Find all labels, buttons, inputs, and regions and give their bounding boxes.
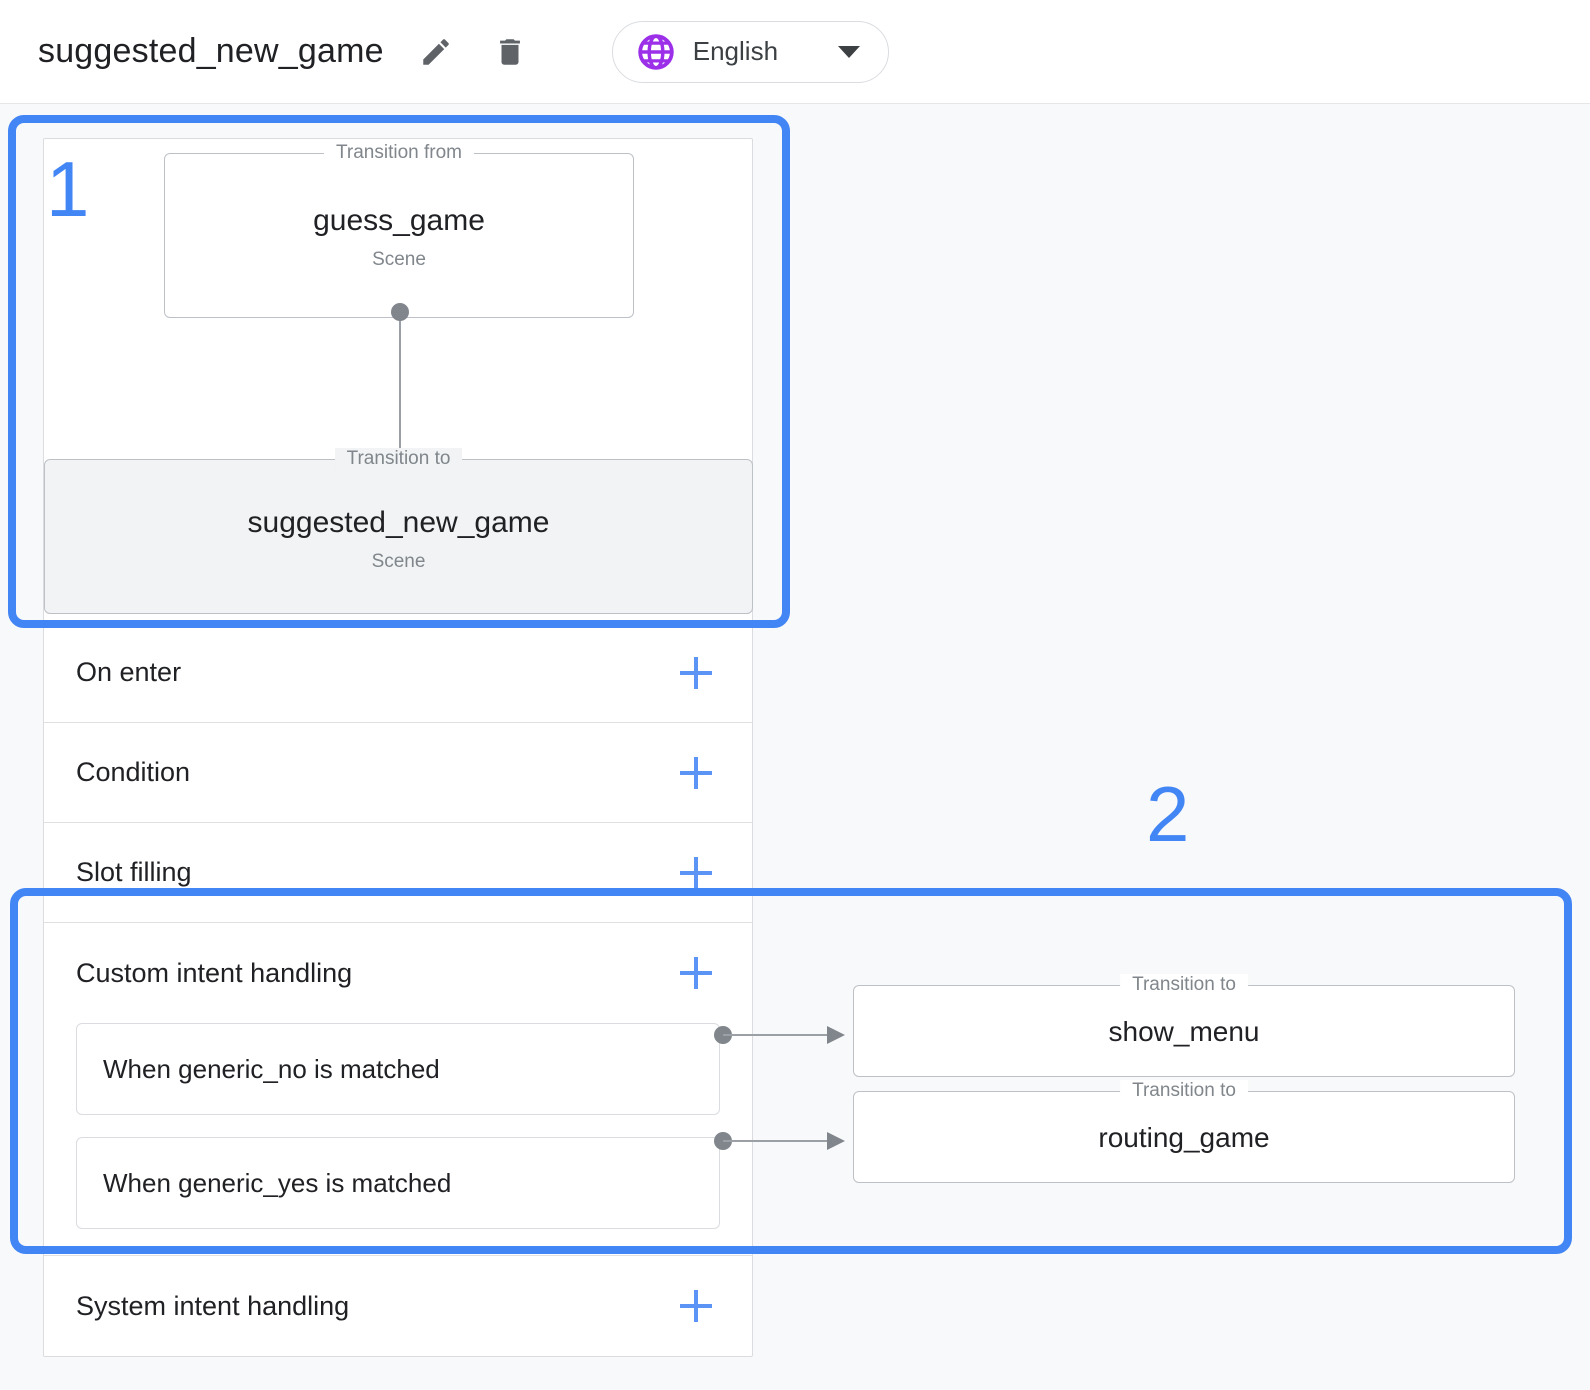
- trash-icon: [499, 38, 520, 65]
- list-item[interactable]: When generic_no is matched: [76, 1023, 720, 1115]
- intent-item-label: When generic_no is matched: [103, 1053, 440, 1084]
- row-on-enter[interactable]: On enter: [44, 623, 752, 723]
- transition-from-type: Scene: [372, 249, 426, 270]
- add-condition-icon[interactable]: [680, 756, 712, 789]
- transition-to-routing-game[interactable]: Transition to routing_game: [853, 1080, 1515, 1183]
- add-slot-filling-icon[interactable]: [680, 856, 712, 889]
- transition-diagram: Transition from guess_game Scene Transit…: [44, 139, 753, 623]
- transition-from-name: guess_game: [313, 204, 485, 237]
- section-custom-intent-handling: Custom intent handling When generic_no i…: [44, 923, 752, 1256]
- edge-arrow-icon: [827, 1132, 845, 1150]
- pencil-icon: [423, 38, 449, 65]
- transition-to-name: show_menu: [1108, 1016, 1260, 1047]
- add-custom-intent-icon[interactable]: [680, 957, 712, 989]
- connector-dot: [391, 303, 409, 321]
- chevron-down-icon[interactable]: [838, 45, 861, 58]
- edge-line: [723, 1140, 835, 1142]
- custom-intent-handling-header[interactable]: Custom intent handling: [44, 923, 752, 1023]
- outgoing-transitions: Transition to show_menu Transition to ro…: [853, 974, 1515, 1183]
- transition-to-legend: Transition to: [1120, 1080, 1248, 1102]
- page-title: suggested_new_game: [38, 32, 384, 70]
- delete-scene-button[interactable]: [488, 30, 532, 74]
- row-label: System intent handling: [76, 1290, 350, 1321]
- row-label: Condition: [76, 757, 191, 787]
- transition-from-box[interactable]: Transition from guess_game Scene: [164, 142, 634, 318]
- transition-to-type: Scene: [371, 551, 426, 572]
- row-label: On enter: [76, 657, 182, 687]
- transition-to-name: routing_game: [1098, 1122, 1270, 1153]
- transition-from-legend: Transition from: [324, 142, 474, 164]
- language-label: English: [692, 36, 779, 66]
- transition-to-box[interactable]: Transition to suggested_new_game Scene: [44, 448, 753, 614]
- add-system-intent-icon[interactable]: [680, 1290, 712, 1322]
- language-selector[interactable]: English: [611, 20, 890, 83]
- add-on-enter-icon[interactable]: [680, 656, 712, 689]
- row-condition[interactable]: Condition: [44, 723, 752, 823]
- edit-scene-button[interactable]: [414, 30, 458, 74]
- transition-to-legend: Transition to: [1120, 974, 1248, 996]
- diagram-connector: [391, 303, 409, 467]
- scene-detail-card: Transition from guess_game Scene Transit…: [43, 138, 753, 1357]
- transition-to-show-menu[interactable]: Transition to show_menu: [853, 974, 1515, 1077]
- row-slot-filling[interactable]: Slot filling: [44, 823, 752, 923]
- globe-icon: [638, 33, 674, 70]
- section-label: Custom intent handling: [76, 957, 353, 988]
- page-header: suggested_new_game English: [0, 0, 1590, 104]
- transition-to-legend: Transition to: [334, 448, 463, 470]
- edge-arrow-icon: [827, 1026, 845, 1044]
- edge-line: [723, 1034, 835, 1036]
- intent-item-label: When generic_yes is matched: [103, 1167, 452, 1198]
- list-item[interactable]: When generic_yes is matched: [76, 1137, 720, 1229]
- row-label: Slot filling: [76, 857, 192, 887]
- row-system-intent-handling[interactable]: System intent handling: [44, 1256, 752, 1356]
- transition-to-name: suggested_new_game: [247, 506, 550, 539]
- annotation-badge-2: 2: [1146, 770, 1190, 858]
